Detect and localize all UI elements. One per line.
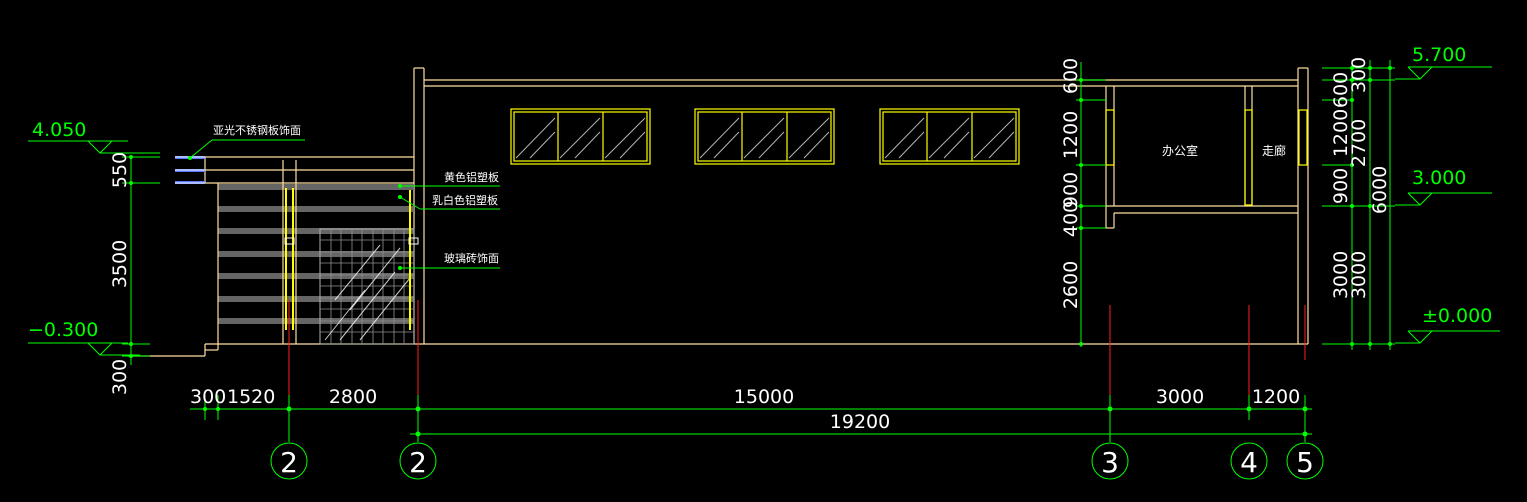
dim-mid-600: 600 [1060, 58, 1082, 94]
glass-brick-panel [319, 228, 415, 345]
dim-left-550: 550 [109, 152, 131, 188]
elevation-label-left-bottom: −0.300 [28, 319, 98, 341]
left-elevation-markers: 4.050 −0.300 550 3500 300 [28, 119, 160, 395]
window-1 [510, 108, 651, 165]
dim-mid-400: 400 [1060, 201, 1082, 237]
axis-bubbles: 2 2 3 4 5 [270, 442, 1324, 480]
axis-label-2b: 2 [409, 446, 427, 479]
dim-bottom-2800: 2800 [329, 386, 377, 408]
dim-mid-1200: 1200 [1060, 111, 1082, 159]
dim-right-col2-3000: 3000 [1348, 251, 1370, 299]
dim-right-inner-900: 900 [1330, 168, 1352, 204]
elevation-label-right-zero: ±0.000 [1422, 305, 1492, 327]
axis-label-5: 5 [1296, 446, 1314, 479]
dim-left-300: 300 [109, 359, 131, 395]
annotation-steel: 亚光不锈钢板饰面 [213, 123, 301, 137]
elevation-label-right-mid: 3.000 [1412, 167, 1466, 189]
dim-bottom-3000: 3000 [1156, 386, 1204, 408]
elevation-label-left-top: 4.050 [32, 119, 86, 141]
dim-right-col2-300: 300 [1348, 57, 1370, 93]
right-vertical-dims: 600 1200 900 3000 300 2700 3000 6000 [1322, 57, 1395, 350]
right-elevation-markers: 5.700 3.000 ±0.000 [1395, 44, 1500, 344]
dim-total-19200: 19200 [830, 411, 890, 433]
annotation-glass-brick: 玻璃砖饰面 [444, 251, 499, 265]
axis-label-4: 4 [1240, 446, 1258, 479]
annotation-white-panel: 乳白色铝塑板 [432, 193, 498, 207]
dim-right-outer-6000: 6000 [1369, 166, 1391, 214]
window-2 [694, 108, 835, 165]
dim-bottom-300: 300 [190, 386, 226, 408]
dim-right-inner-1200: 1200 [1330, 109, 1352, 157]
horizontal-dims: 300 1520 2800 15000 3000 1200 19200 [190, 386, 1312, 442]
clerestory-windows [510, 108, 1020, 165]
entrance-canopy [175, 156, 419, 345]
room-label-corridor: 走廊 [1262, 143, 1286, 158]
dim-right-col2-2700: 2700 [1348, 119, 1370, 167]
room-label-office: 办公室 [1162, 143, 1198, 158]
dim-mid-900: 900 [1060, 172, 1082, 208]
annotations: 亚光不锈钢板饰面 黄色铝塑板 乳白色铝塑板 玻璃砖饰面 [188, 123, 500, 270]
dim-bottom-15000: 15000 [734, 386, 794, 408]
dim-right-inner-600: 600 [1330, 72, 1352, 108]
dim-mid-2600: 2600 [1060, 261, 1082, 309]
middle-vertical-dims: 600 1200 900 400 2600 [1060, 58, 1106, 347]
axis-label-2a: 2 [280, 446, 298, 479]
dim-right-inner-3000: 3000 [1330, 251, 1352, 299]
second-floor-rooms: 办公室 走廊 [1105, 86, 1308, 229]
elevation-label-right-top: 5.700 [1412, 44, 1466, 66]
window-3 [879, 108, 1020, 165]
axis-label-3: 3 [1101, 446, 1119, 479]
annotation-yellow-panel: 黄色铝塑板 [444, 170, 499, 184]
dim-bottom-1520: 1520 [227, 386, 275, 408]
axis-lines [288, 300, 1306, 400]
dim-left-3500: 3500 [109, 240, 131, 288]
dim-bottom-1200: 1200 [1252, 386, 1300, 408]
